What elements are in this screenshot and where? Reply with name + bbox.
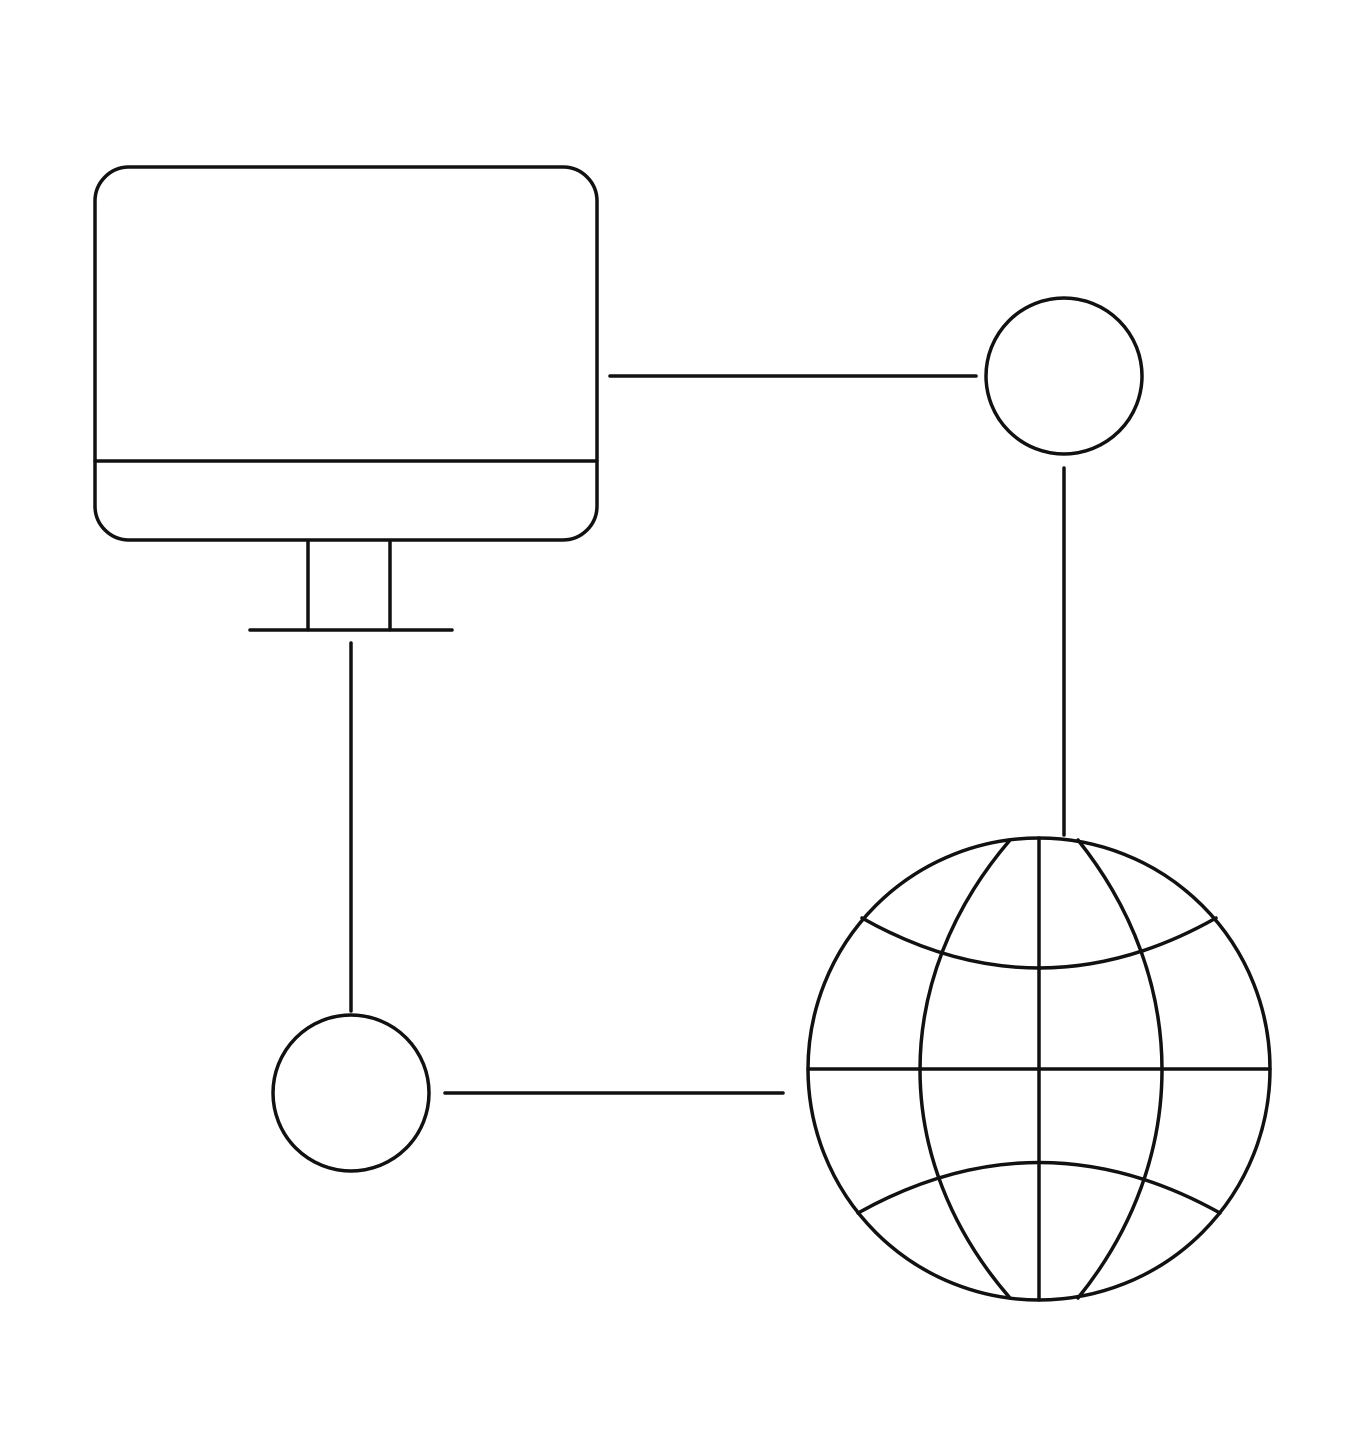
globe-right-longitude (1076, 838, 1164, 1300)
node-bottom-left (271, 1013, 431, 1173)
connection-links (349, 374, 1066, 1095)
circle-node-icon (984, 296, 1144, 456)
globe-icon (806, 836, 1272, 1302)
globe-lower-latitude (856, 1160, 1222, 1215)
monitor-screen-frame (93, 165, 599, 542)
globe-upper-latitude (860, 916, 1218, 970)
circle-node-icon (271, 1013, 431, 1173)
globe-left-longitude (918, 838, 1012, 1300)
node-top-right (984, 296, 1144, 456)
monitor-icon (93, 165, 599, 632)
